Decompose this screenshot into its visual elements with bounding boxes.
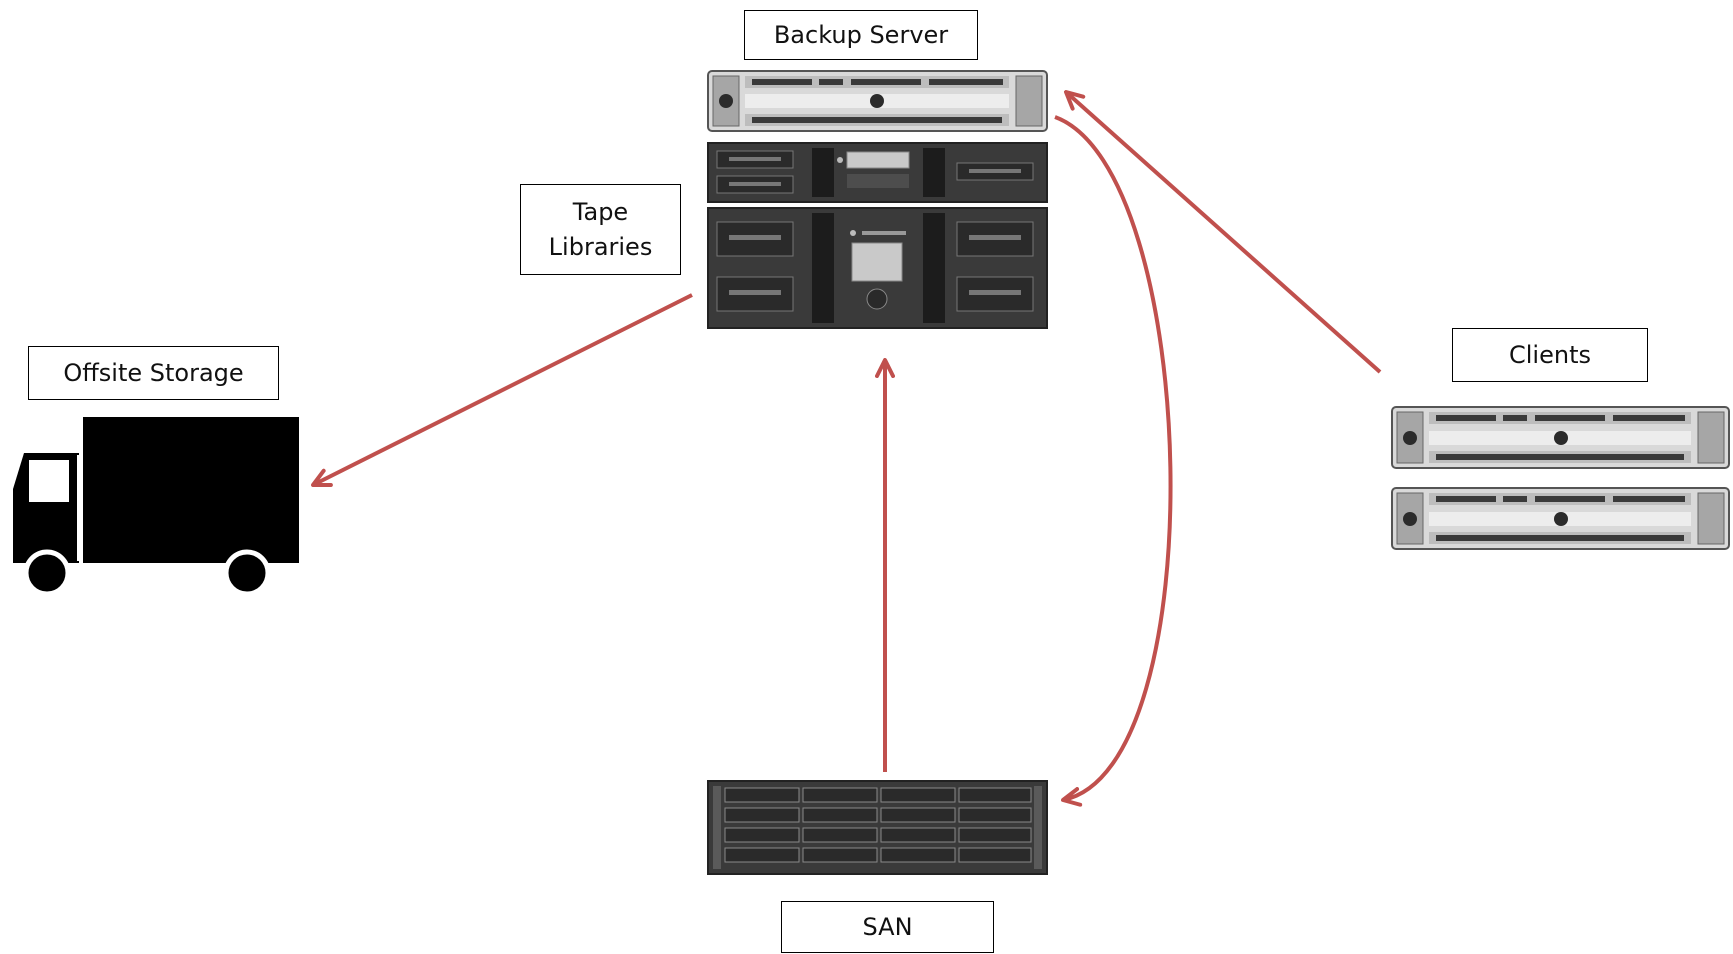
tape-libraries-label-line1: Tape: [572, 197, 629, 226]
offsite-storage-label: Offsite Storage: [28, 346, 279, 400]
arrow-backup-server-to-san: [1054, 115, 1173, 807]
truck-icon: [13, 417, 299, 595]
tape-libraries-label-line2: Libraries: [548, 232, 653, 261]
tape-library-lower-icon: [707, 207, 1048, 329]
backup-server-icon: [707, 70, 1048, 132]
client-server-icon: [1391, 406, 1730, 469]
arrow-clients-to-backup-server: [1064, 90, 1382, 374]
arrow-tape-libraries-to-offsite-storage: [311, 293, 693, 487]
tape-library-upper-icon: [707, 142, 1048, 203]
backup-server-label: Backup Server: [744, 10, 978, 60]
client-server-icon: [1391, 487, 1730, 550]
tape-libraries-label: Tape Libraries: [520, 184, 681, 275]
clients-label: Clients: [1452, 328, 1648, 382]
san-storage-icon: [707, 780, 1048, 875]
san-label: SAN: [781, 901, 994, 953]
